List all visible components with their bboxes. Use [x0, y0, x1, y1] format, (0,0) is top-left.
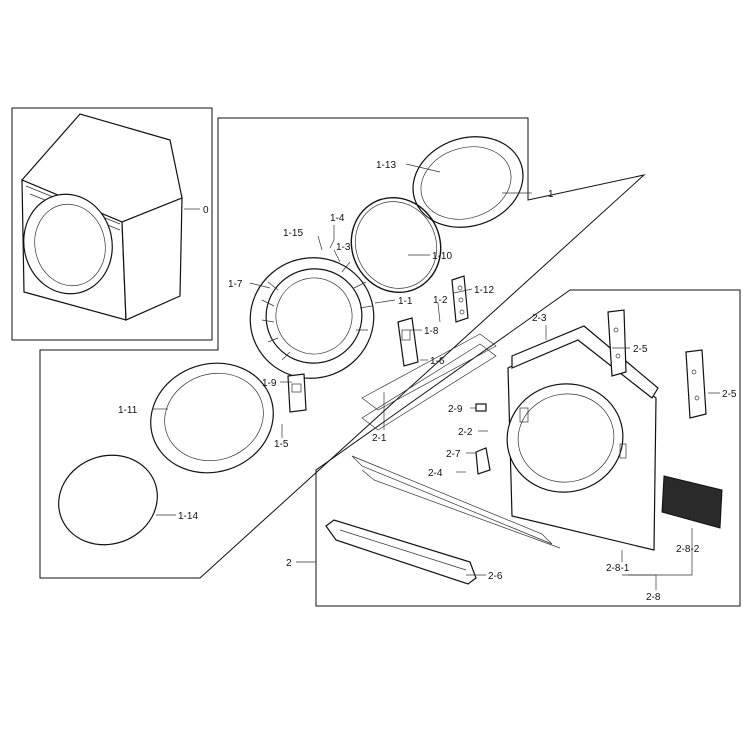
- part-1-10-gasket-ring[interactable]: [336, 183, 455, 306]
- callout-1: 1: [548, 189, 554, 200]
- callout-2-8: 2-8: [646, 592, 661, 603]
- callout-1-13: 1-13: [376, 160, 396, 171]
- callout-1-1: 1-1: [398, 296, 413, 307]
- part-1-13-glass-cover[interactable]: [401, 123, 535, 241]
- callout-1-4: 1-4: [330, 213, 345, 224]
- part-2-5-bracket-upper[interactable]: [607, 309, 627, 377]
- callout-0: 0: [203, 205, 209, 216]
- front-panel-assembly-outline: [315, 289, 741, 607]
- overview-box: [11, 107, 213, 341]
- leader-lines: [152, 163, 720, 590]
- callout-2-4: 2-4: [428, 468, 443, 479]
- callout-2-6: 2-6: [488, 571, 503, 582]
- callout-1-3: 1-3: [336, 242, 351, 253]
- part-1-8-hinge[interactable]: [397, 317, 419, 367]
- part-2-6-handle[interactable]: [325, 519, 477, 585]
- callout-2-7: 2-7: [446, 449, 461, 460]
- callout-1-11: 1-11: [118, 405, 138, 416]
- projection-lines: [351, 333, 561, 549]
- callout-2-1: 2-1: [372, 433, 387, 444]
- part-2-9-clip[interactable]: [475, 403, 487, 412]
- part-1-12-hinge-plate[interactable]: [451, 275, 469, 323]
- callout-1-15: 1-15: [283, 228, 303, 239]
- callout-2-8-1: 2-8-1: [606, 563, 630, 574]
- callout-labels: 0 1 1-1 1-2 1-3 1-4 1-5 1-6 1-7 1-8 1-9 …: [118, 160, 737, 603]
- callout-2-8-2: 2-8-2: [676, 544, 700, 555]
- callout-1-2: 1-2: [433, 295, 448, 306]
- part-2-5-bracket-lower[interactable]: [685, 349, 707, 419]
- part-2-3-top-strip[interactable]: [511, 325, 659, 399]
- part-1-11-outer-ring[interactable]: [136, 347, 287, 488]
- callout-2-5-lower: 2-5: [722, 389, 737, 400]
- part-2-8-2-filter-mesh[interactable]: [661, 475, 723, 529]
- part-1-14-door-glass[interactable]: [46, 442, 170, 559]
- part-2-7-switch[interactable]: [475, 447, 491, 475]
- part-1-9-latch[interactable]: [287, 373, 307, 413]
- callout-1-14: 1-14: [178, 511, 198, 522]
- part-1-7-door-frame[interactable]: [233, 240, 391, 395]
- callout-1-8: 1-8: [424, 326, 439, 337]
- callout-1-6: 1-6: [430, 356, 445, 367]
- dryer-cabinet[interactable]: [15, 113, 183, 321]
- callout-1-5: 1-5: [274, 439, 289, 450]
- callout-1-12: 1-12: [474, 285, 494, 296]
- callout-1-7: 1-7: [228, 279, 243, 290]
- part-2-front-panel[interactable]: [499, 335, 657, 551]
- callout-2-9: 2-9: [448, 404, 463, 415]
- callout-2-3: 2-3: [532, 313, 547, 324]
- callout-2-2: 2-2: [458, 427, 473, 438]
- callout-1-9: 1-9: [262, 378, 277, 389]
- door-assembly-outline: [39, 117, 646, 579]
- callout-1-10: 1-10: [432, 251, 452, 262]
- callout-2: 2: [286, 558, 292, 569]
- callout-2-5-upper: 2-5: [633, 344, 648, 355]
